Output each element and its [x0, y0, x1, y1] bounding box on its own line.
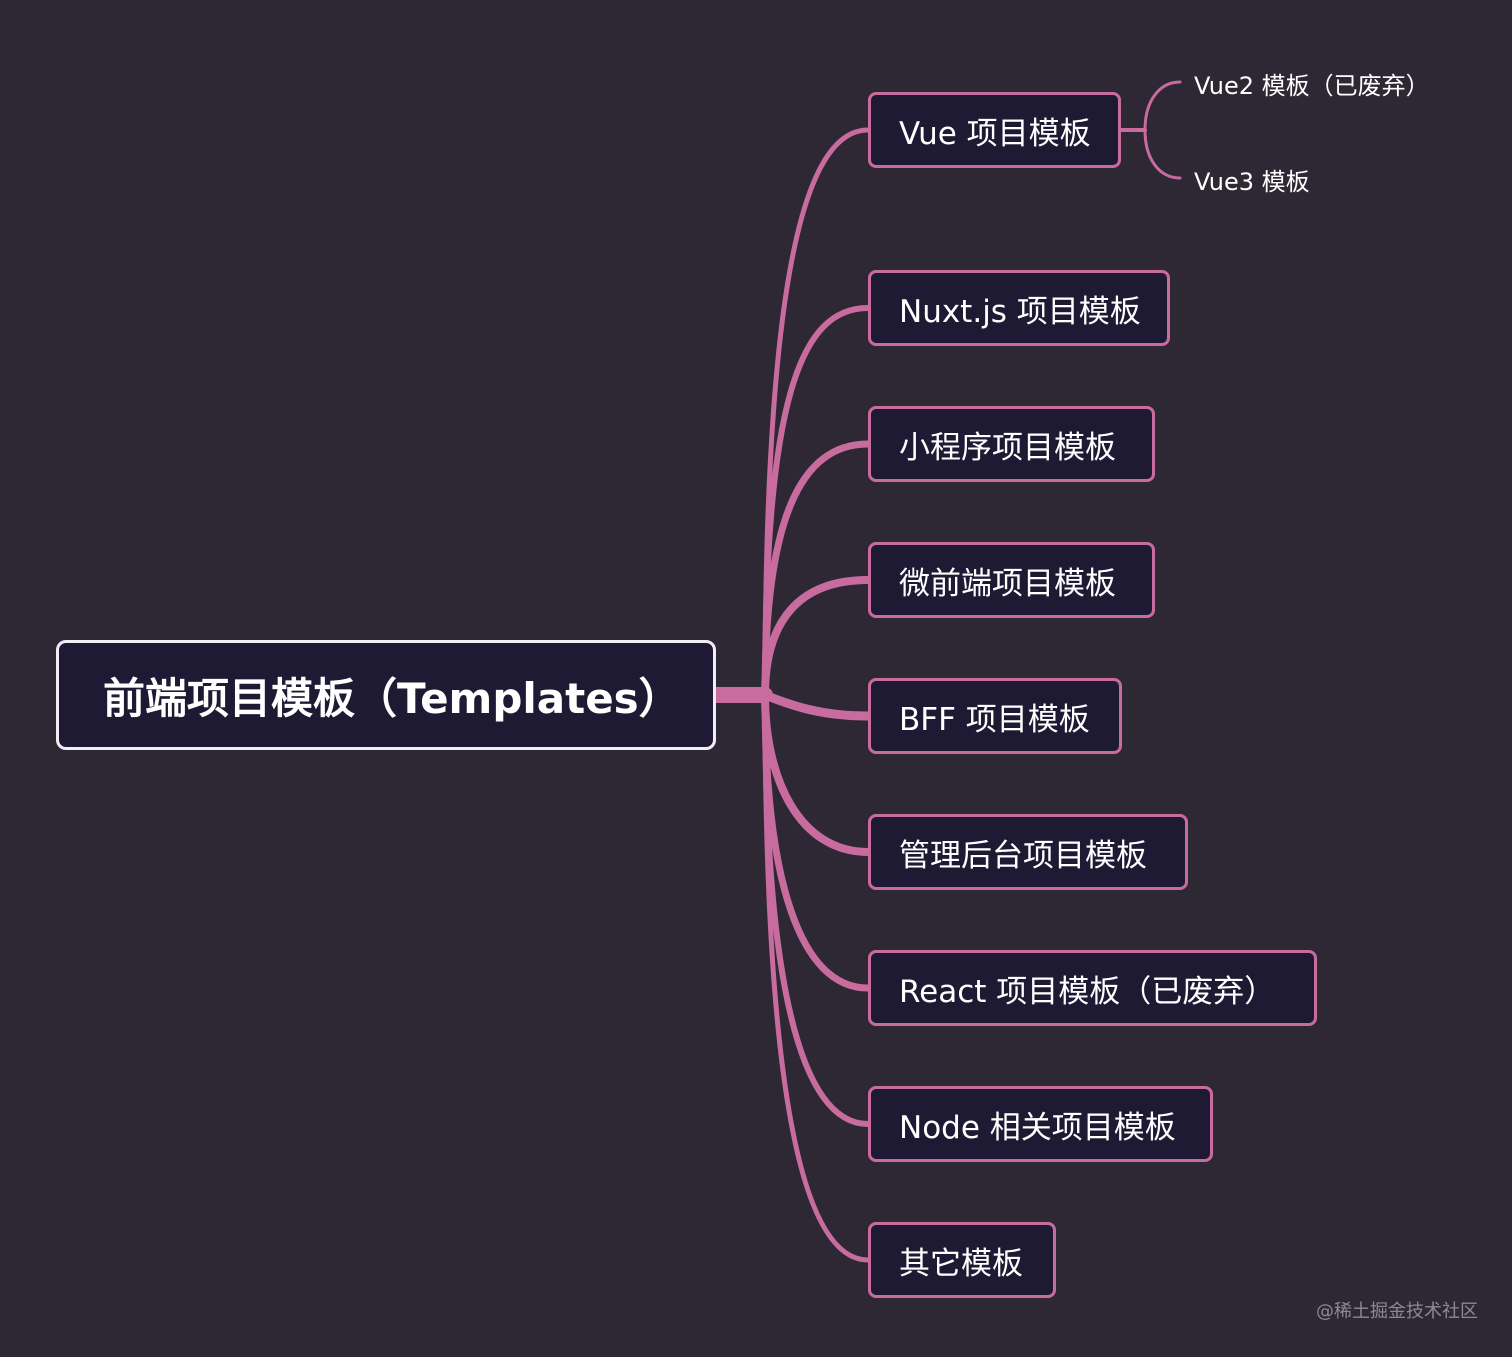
branch-label: 管理后台项目模板	[899, 837, 1147, 874]
connector-vue3	[1143, 128, 1182, 180]
branch-microfrontend[interactable]: 微前端项目模板	[868, 542, 1155, 618]
branch-label: Nuxt.js 项目模板	[899, 293, 1141, 330]
branch-label: 小程序项目模板	[899, 429, 1116, 466]
leaf-vue3[interactable]: Vue3 模板	[1194, 168, 1310, 196]
connector-vue	[762, 127, 871, 698]
branch-label: React 项目模板（已废弃）	[899, 973, 1276, 1010]
branch-node[interactable]: Node 相关项目模板	[868, 1086, 1213, 1162]
branch-vue[interactable]: Vue 项目模板	[868, 92, 1121, 168]
branch-bff[interactable]: BFF 项目模板	[868, 678, 1122, 754]
branch-miniprogram[interactable]: 小程序项目模板	[868, 406, 1155, 482]
root-node[interactable]: 前端项目模板（Templates）	[56, 640, 716, 750]
branch-label: BFF 项目模板	[899, 701, 1090, 738]
root-label: 前端项目模板（Templates）	[103, 673, 681, 723]
connector-vue2	[1143, 80, 1182, 132]
branch-label: Node 相关项目模板	[899, 1109, 1176, 1146]
connector-miniprogram	[761, 440, 872, 699]
connector-nuxt	[762, 305, 871, 698]
connector-microfrontend	[761, 576, 872, 699]
branch-admin[interactable]: 管理后台项目模板	[868, 814, 1188, 890]
branch-label: 其它模板	[899, 1245, 1023, 1282]
branch-react[interactable]: React 项目模板（已废弃）	[868, 950, 1317, 1026]
watermark: @稀土掘金技术社区	[1316, 1301, 1478, 1322]
connector-bff	[760, 690, 873, 721]
branch-label: 微前端项目模板	[899, 565, 1116, 602]
leaf-vue2[interactable]: Vue2 模板（已废弃）	[1194, 72, 1430, 100]
connector-other	[762, 692, 871, 1263]
branch-nuxt[interactable]: Nuxt.js 项目模板	[868, 270, 1170, 346]
branch-other[interactable]: 其它模板	[868, 1222, 1056, 1298]
branch-label: Vue 项目模板	[899, 115, 1091, 152]
